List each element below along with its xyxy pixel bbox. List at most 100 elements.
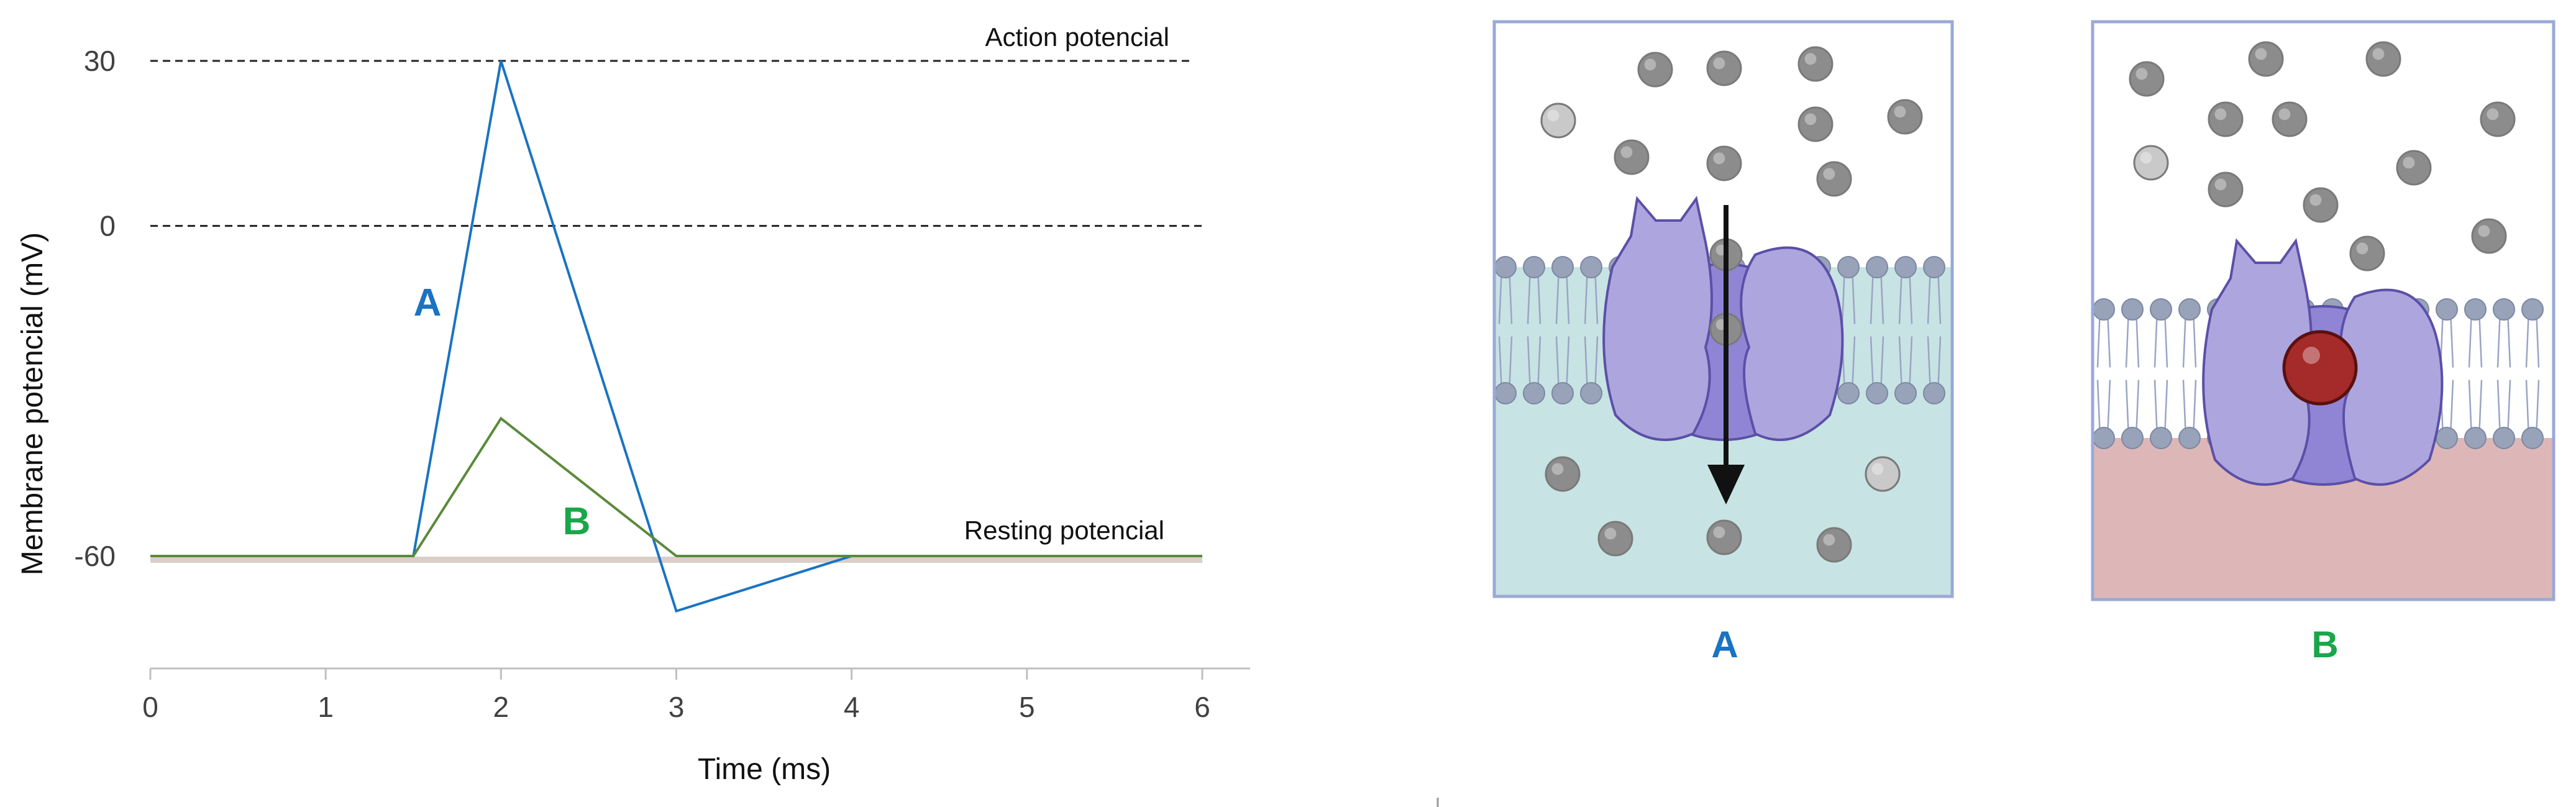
- ion-highlight: [1804, 53, 1817, 65]
- y-tick-label: 0: [99, 210, 116, 242]
- lipid-tail: [2525, 309, 2540, 439]
- lipid-tail: [2154, 309, 2168, 439]
- lipid-tail: [2125, 309, 2140, 439]
- ion: [1706, 50, 1742, 86]
- ion: [1637, 52, 1673, 88]
- lipid-tail: [2096, 309, 2111, 439]
- lipid-head: [2436, 298, 2458, 321]
- ion: [1614, 139, 1650, 175]
- lipid-head: [1551, 382, 1574, 404]
- ion: [2208, 101, 2244, 137]
- ion-highlight: [1894, 106, 1906, 118]
- ion: [2471, 218, 2507, 254]
- lipid-tail: [2496, 309, 2511, 439]
- lipid-head: [2093, 427, 2115, 449]
- lipid-tail: [2439, 309, 2454, 439]
- panel-b-label: B: [2311, 624, 2338, 665]
- panel-a-label: A: [1711, 624, 1738, 665]
- panel-a-frame: [1492, 20, 1954, 598]
- chart-marks: [149, 60, 1250, 680]
- x-tick-label: 0: [142, 691, 158, 723]
- y-tick-label: -60: [75, 540, 116, 572]
- lipid-head: [1866, 382, 1888, 404]
- ion-highlight: [1804, 113, 1817, 125]
- lipid-head: [2121, 427, 2144, 449]
- lipid-head: [2464, 427, 2487, 449]
- ion-highlight: [2140, 152, 2152, 164]
- ion-highlight: [1620, 146, 1633, 158]
- lipid-head: [1551, 256, 1574, 278]
- x-tick-label: 4: [844, 691, 860, 723]
- ion: [1545, 456, 1581, 492]
- ion-highlight: [1823, 534, 1835, 546]
- lipid-tail: [1555, 267, 1570, 394]
- ion-highlight: [2135, 68, 2148, 80]
- lipid-head: [1523, 382, 1545, 404]
- lipid-head: [2121, 298, 2144, 321]
- ion-flow-arrow-head: [1707, 465, 1745, 504]
- ion: [2349, 235, 2385, 271]
- ion-highlight: [1713, 57, 1725, 70]
- ion: [1597, 521, 1633, 557]
- panel-b: [2091, 20, 2555, 601]
- lipid-head: [1580, 256, 1602, 278]
- ion-highlight: [1551, 463, 1564, 475]
- channel-subunit-left: [1602, 196, 1713, 441]
- ion-highlight: [1644, 58, 1656, 71]
- lipid-tail: [1527, 267, 1541, 394]
- ion-highlight: [2278, 108, 2291, 121]
- ion-highlight: [1713, 152, 1725, 165]
- ion: [1706, 145, 1742, 181]
- ion: [2208, 171, 2244, 207]
- ion: [2365, 41, 2401, 77]
- lipid-head: [1523, 256, 1545, 278]
- lipid-head: [2493, 427, 2515, 449]
- ion-highlight: [2478, 225, 2490, 237]
- series-label-b: B: [563, 500, 591, 543]
- panel-a: [1492, 20, 1954, 598]
- ion: [2303, 187, 2339, 223]
- channel-blocker: [2282, 330, 2358, 406]
- lipid-head: [1837, 256, 1860, 278]
- ion-highlight: [2214, 178, 2227, 191]
- ion-highlight: [1823, 168, 1835, 180]
- y-tick-label: 30: [84, 45, 116, 77]
- ion-highlight: [1547, 109, 1560, 122]
- ion: [1706, 519, 1742, 555]
- lipid-tail: [1898, 267, 1913, 394]
- lipid-head: [2493, 298, 2515, 321]
- ion-highlight: [2372, 48, 2385, 60]
- ion-highlight: [2487, 108, 2499, 121]
- lipid-head: [2521, 298, 2544, 321]
- lipid-tail: [2468, 309, 2483, 439]
- lipid-head: [2178, 427, 2201, 449]
- ion-highlight: [1871, 463, 1884, 475]
- ion: [1540, 103, 1576, 139]
- x-tick-label: 2: [493, 691, 509, 723]
- lipid-head: [1923, 382, 1945, 404]
- lipid-head: [2150, 427, 2172, 449]
- ion-highlight: [2214, 108, 2227, 121]
- lipid-tail: [1841, 267, 1856, 394]
- ion: [1865, 456, 1901, 492]
- blocker-highlight: [2303, 347, 2320, 364]
- lipid-head: [2436, 427, 2458, 449]
- ref-label-action-potencial: Action potencial: [985, 22, 1169, 52]
- ion-highlight: [2255, 48, 2267, 60]
- channel-subunit-right: [1740, 246, 1844, 441]
- panel-b-frame: [2091, 20, 2555, 601]
- ion: [2480, 101, 2516, 137]
- lipid-head: [2093, 298, 2115, 321]
- lipid-head: [2178, 298, 2201, 321]
- lipid-head: [2150, 298, 2172, 321]
- ion-highlight: [2403, 157, 2415, 169]
- ion-highlight: [1604, 527, 1617, 540]
- x-tick-label: 6: [1194, 691, 1210, 723]
- lipid-tail: [1498, 267, 1513, 394]
- lipid-head: [1894, 256, 1917, 278]
- ion-highlight: [2309, 194, 2322, 206]
- series-line-b: [150, 416, 1202, 557]
- lipid-head: [2521, 427, 2544, 449]
